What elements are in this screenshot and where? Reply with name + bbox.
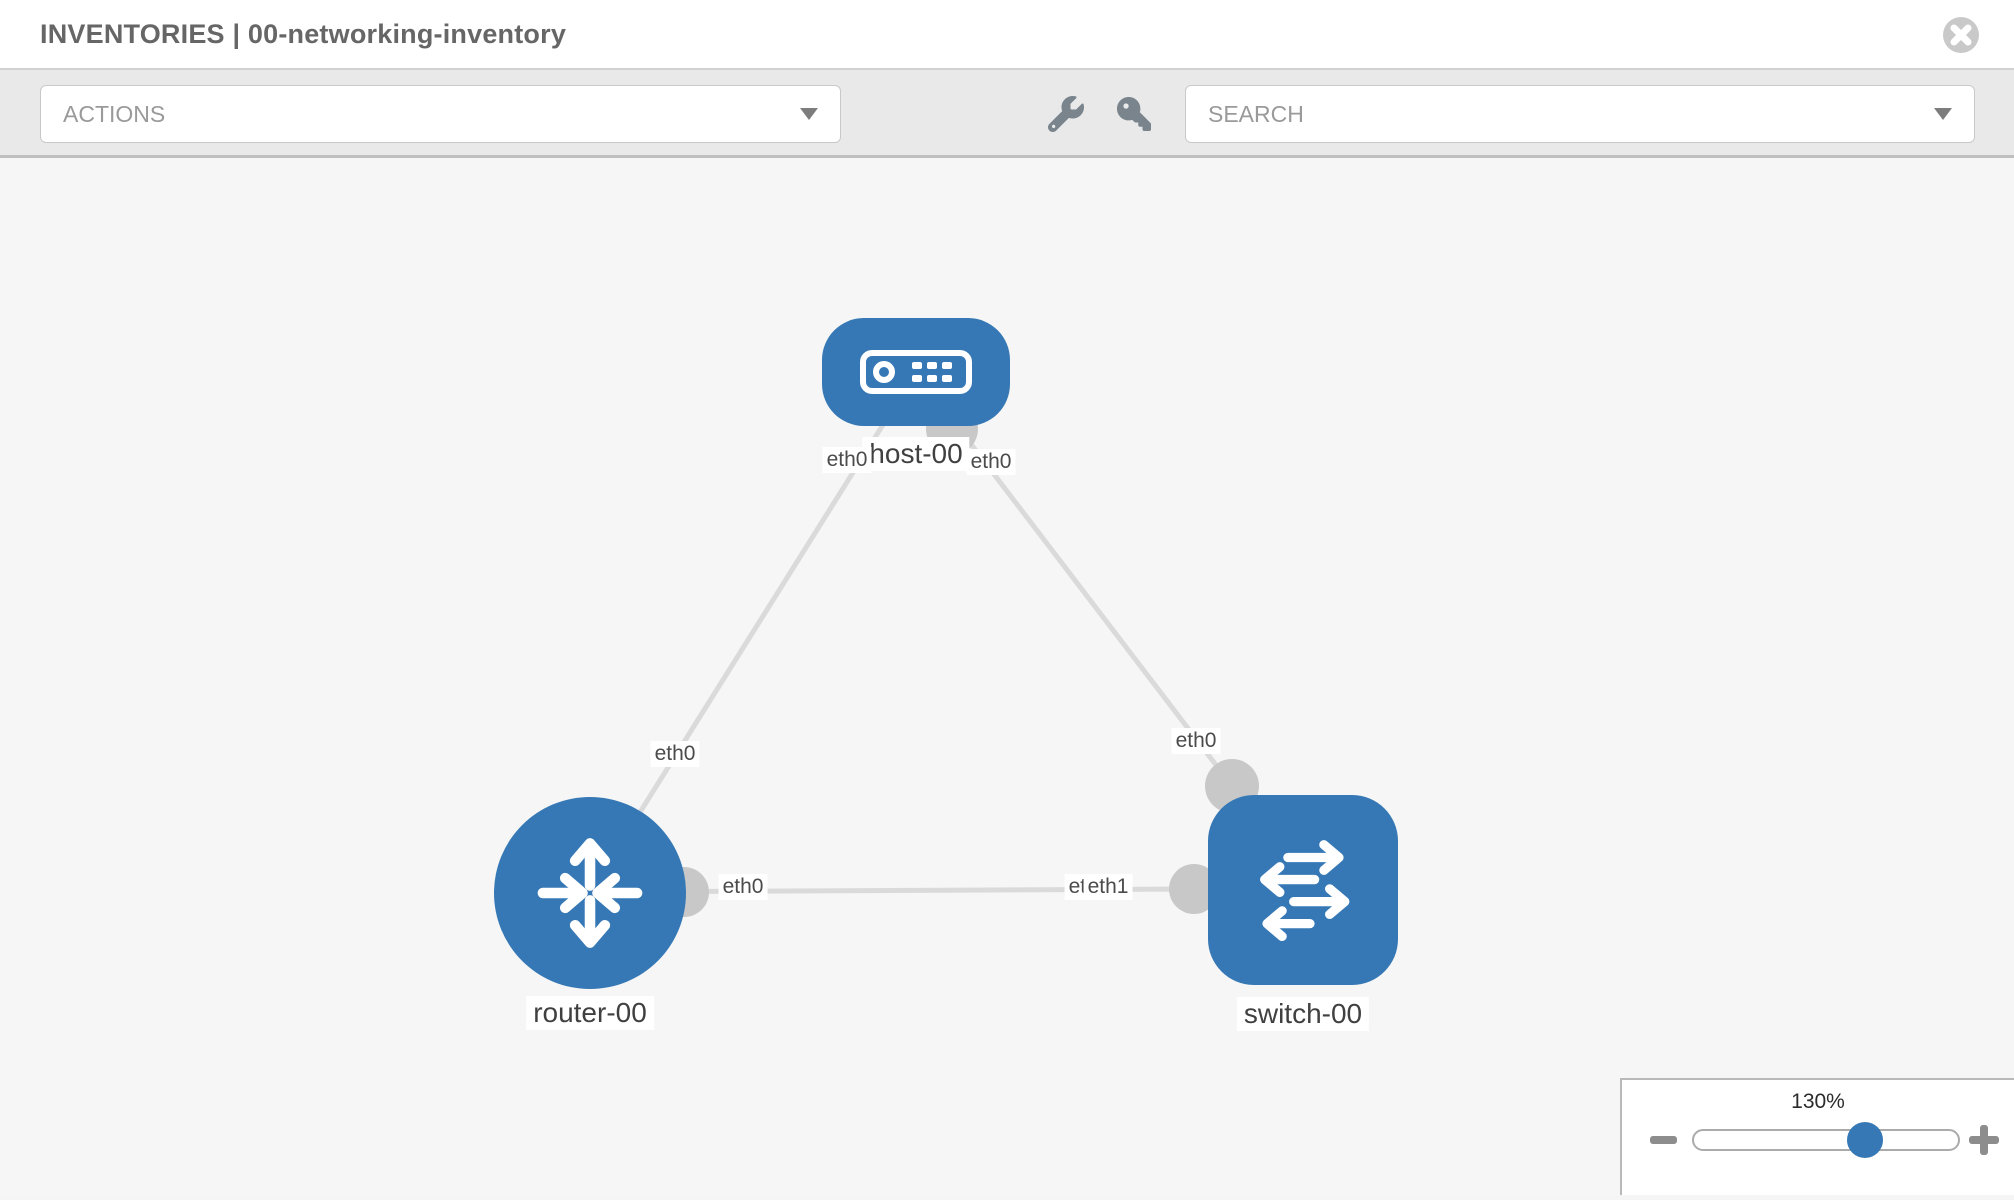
node-router-00[interactable] — [494, 797, 686, 989]
page-title: INVENTORIES | 00-networking-inventory — [40, 18, 567, 49]
link-layer — [587, 370, 1259, 917]
wrench-icon — [1048, 96, 1084, 132]
toolbar: ACTIONS SEARCH — [0, 70, 2014, 158]
close-icon — [1943, 17, 1979, 53]
router-arrows-icon — [537, 838, 643, 948]
zoom-level: 130% — [1791, 1090, 1845, 1113]
chevron-down-icon — [800, 108, 818, 120]
switch-00-label: switch-00 — [1236, 997, 1370, 1031]
search-placeholder: SEARCH — [1208, 100, 1304, 127]
iface-label-switch-link: eth0 — [1171, 728, 1221, 754]
link-endpoint — [1169, 864, 1219, 914]
credentials-button[interactable] — [1114, 94, 1154, 134]
zoom-out-button[interactable] — [1648, 1128, 1680, 1152]
tools-button[interactable] — [1046, 94, 1086, 134]
topology-canvas[interactable]: host-00 router-00 switch-00 eth0 eth0 et… — [0, 158, 2014, 1195]
zoom-slider-track[interactable] — [1692, 1129, 1960, 1151]
close-button[interactable] — [1942, 16, 1980, 54]
iface-label-switch-side-eth1: eth1 — [1083, 874, 1133, 900]
switch-arrows-icon — [1260, 840, 1350, 942]
zoom-panel: 130% — [1620, 1078, 2014, 1195]
key-icon — [1117, 97, 1151, 131]
server-icon — [860, 350, 972, 394]
actions-select[interactable]: ACTIONS — [40, 85, 841, 143]
iface-label-host-left: eth0 — [822, 447, 872, 473]
iface-label-host-right: eth0 — [966, 449, 1016, 475]
minus-icon — [1650, 1136, 1677, 1144]
plus-icon — [1980, 1125, 1988, 1155]
chevron-down-icon — [1934, 108, 1952, 120]
header-bar: INVENTORIES | 00-networking-inventory — [0, 0, 2014, 70]
node-host-00[interactable] — [822, 318, 1010, 426]
search-select[interactable]: SEARCH — [1185, 85, 1975, 143]
zoom-slider-thumb[interactable] — [1847, 1122, 1883, 1158]
router-00-label: router-00 — [526, 996, 654, 1030]
iface-label-router-link: eth0 — [650, 741, 700, 767]
actions-select-label: ACTIONS — [63, 100, 166, 127]
iface-label-router-side: eth0 — [718, 874, 768, 900]
host-00-label: host-00 — [862, 437, 970, 471]
zoom-in-button[interactable] — [1967, 1123, 2001, 1157]
node-switch-00[interactable] — [1208, 795, 1398, 985]
